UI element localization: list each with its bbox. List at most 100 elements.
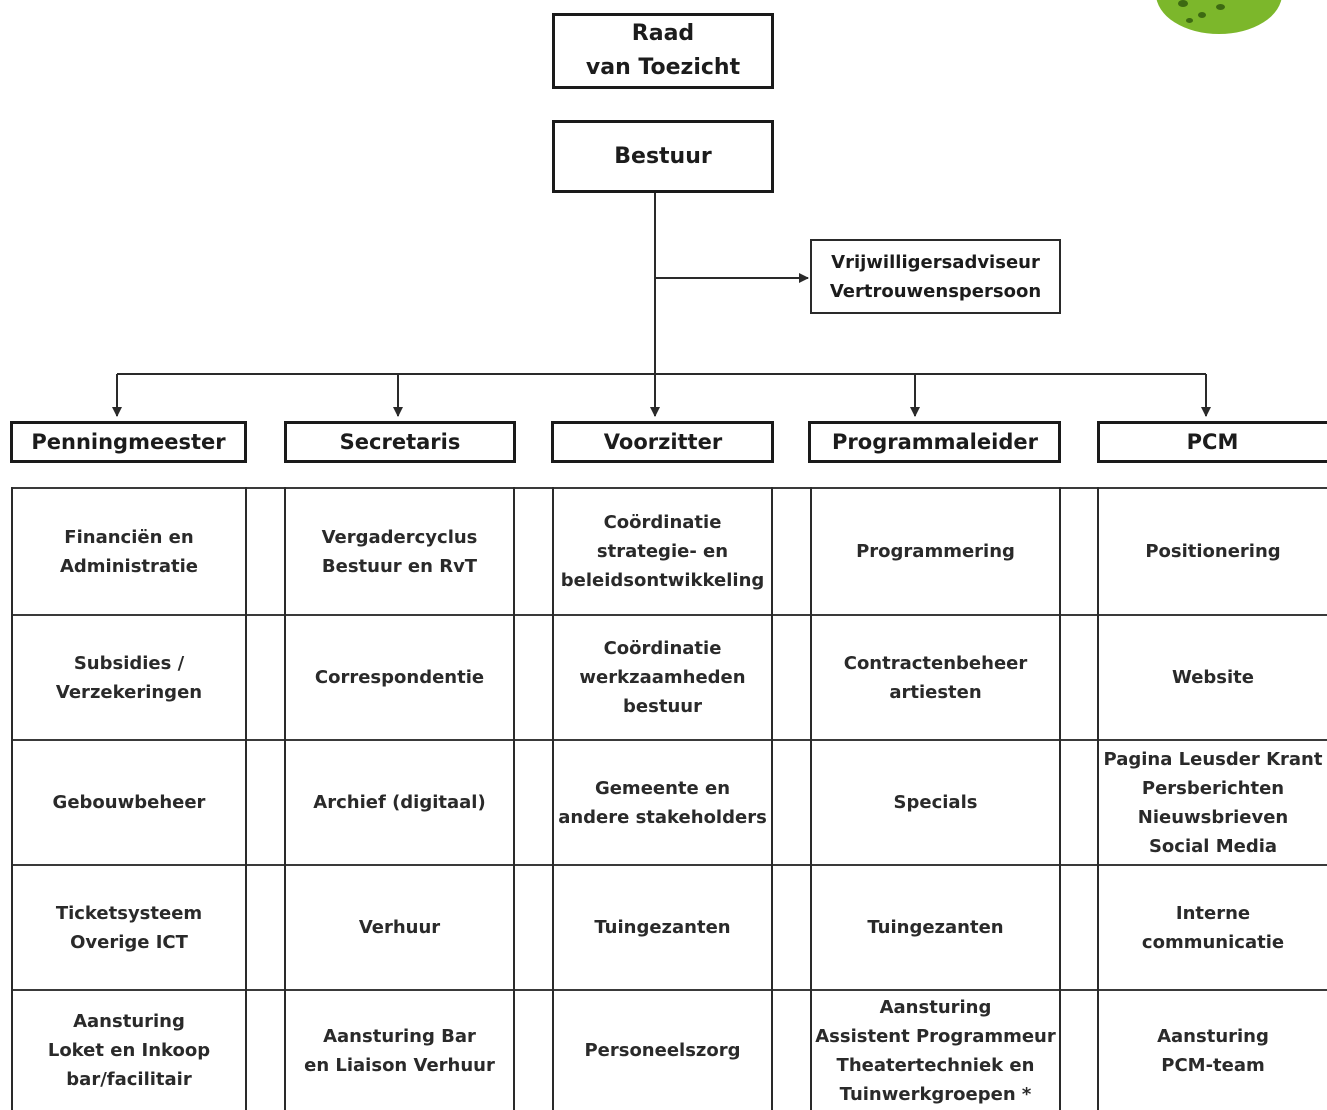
task-line: Contractenbeheer: [843, 652, 1028, 674]
task-secretaris-4: Verhuur: [286, 866, 513, 989]
task-line: andere stakeholders: [558, 806, 767, 828]
task-pcm-5: Aansturing PCM-team: [1099, 991, 1327, 1110]
task-line: Tuinwerkgroepen *: [839, 1083, 1032, 1105]
task-line: Social Media: [1148, 835, 1278, 857]
grid-column-line: [1097, 487, 1099, 1110]
task-line: communicatie: [1141, 931, 1285, 953]
task-line: Theatertechniek en: [836, 1054, 1035, 1076]
task-line: strategie- en: [596, 541, 729, 562]
task-line: Assistent Programmeur: [815, 1025, 1056, 1047]
task-line: Aansturing Bar: [323, 1025, 476, 1047]
task-line: Vergadercyclus: [321, 526, 478, 548]
role-penningmeester: Penningmeester: [11, 421, 246, 463]
task-line: Gebouwbeheer: [52, 792, 206, 813]
grid-column-line: [513, 487, 515, 1110]
role-pcm: PCM: [1098, 421, 1327, 463]
grid-column-line: [1059, 487, 1061, 1110]
task-secretaris-3: Archief (digitaal): [286, 741, 513, 864]
task-penningmeester-4: Ticketsysteem Overige ICT: [13, 866, 245, 989]
task-voorzitter-3: Gemeente en andere stakeholders: [554, 741, 771, 864]
raad-van-toezicht-box: Raad van Toezicht: [552, 13, 774, 89]
advisor-label-line-1: Vrijwilligersadviseur: [831, 251, 1040, 273]
task-secretaris-1: Vergadercyclus Bestuur en RvT: [286, 489, 513, 614]
role-divider: [244, 421, 247, 463]
task-line: Tuingezanten: [867, 917, 1004, 938]
task-line: bar/facilitair: [66, 1069, 192, 1090]
task-line: Interne: [1175, 902, 1251, 924]
task-line: en Liaison Verhuur: [304, 1054, 495, 1076]
task-pcm-4: Interne communicatie: [1099, 866, 1327, 989]
task-line: Subsidies /: [73, 652, 185, 674]
task-line: beleidsontwikkeling: [560, 570, 765, 591]
task-pcm-2: Website: [1099, 616, 1327, 739]
task-line: Loket en Inkoop: [47, 1040, 211, 1061]
task-line: Coördinatie: [603, 638, 722, 659]
task-line: Persberichten: [1141, 777, 1285, 799]
advisor-label-line-2: Vertrouwenspersoon: [829, 280, 1042, 302]
task-line: Overige ICT: [70, 931, 188, 953]
role-divider: [551, 421, 554, 463]
grid-row-line: [11, 614, 1327, 616]
role-voorzitter: Voorzitter: [553, 421, 773, 463]
role-programmaleider: Programmaleider: [810, 421, 1060, 463]
task-pcm-3: Pagina Leusder Krant Persberichten Nieuw…: [1099, 741, 1327, 864]
advisor-box: Vrijwilligersadviseur Vertrouwenspersoon: [810, 239, 1061, 314]
task-line: Tuingezanten: [594, 917, 731, 938]
task-voorzitter-5: Personeelszorg: [554, 991, 771, 1110]
task-voorzitter-1: Coördinatie strategie- en beleidsontwikk…: [554, 489, 771, 614]
task-line: Aansturing: [1157, 1025, 1269, 1047]
task-penningmeester-5: Aansturing Loket en Inkoop bar/facilitai…: [13, 991, 245, 1110]
task-programmaleider-2: Contractenbeheer artiesten: [812, 616, 1059, 739]
role-divider: [1097, 421, 1100, 463]
logo-leaf-icon: [1198, 12, 1206, 18]
task-voorzitter-2: Coördinatie werkzaamheden bestuur: [554, 616, 771, 739]
task-secretaris-2: Correspondentie: [286, 616, 513, 739]
grid-column-line: [771, 487, 773, 1110]
task-line: Aansturing: [73, 1011, 185, 1032]
role-secretaris: Secretaris: [285, 421, 515, 463]
grid-column-line: [284, 487, 286, 1110]
task-line: artiesten: [889, 681, 982, 703]
task-penningmeester-2: Subsidies / Verzekeringen: [13, 616, 245, 739]
task-line: Aansturing: [879, 996, 992, 1018]
task-line: Programmering: [856, 541, 1015, 562]
raad-label-line-2: van Toezicht: [585, 55, 741, 80]
task-line: Personeelszorg: [584, 1040, 741, 1061]
task-programmaleider-4: Tuingezanten: [812, 866, 1059, 989]
grid-column-line: [810, 487, 812, 1110]
task-secretaris-5: Aansturing Bar en Liaison Verhuur: [286, 991, 513, 1110]
task-programmaleider-5: Aansturing Assistent Programmeur Theater…: [812, 991, 1059, 1110]
task-programmaleider-1: Programmering: [812, 489, 1059, 614]
task-line: Nieuwsbrieven: [1137, 806, 1289, 828]
role-divider: [513, 421, 516, 463]
role-divider: [284, 421, 287, 463]
grid-column-line: [245, 487, 247, 1110]
bestuur-label: Bestuur: [614, 143, 712, 169]
task-line: Specials: [893, 792, 978, 813]
task-line: Coördinatie: [603, 512, 722, 533]
grid-column-line: [552, 487, 554, 1110]
task-line: Gemeente en: [594, 777, 731, 799]
task-line: bestuur: [623, 696, 702, 717]
task-voorzitter-4: Tuingezanten: [554, 866, 771, 989]
task-line: Website: [1171, 667, 1254, 688]
grid-row-line: [11, 487, 1327, 489]
raad-label-line-1: Raad: [631, 21, 695, 46]
task-penningmeester-3: Gebouwbeheer: [13, 741, 245, 864]
task-line: Correspondentie: [314, 667, 485, 688]
task-line: werkzaamheden: [579, 667, 746, 688]
role-divider: [1058, 421, 1061, 463]
role-divider: [771, 421, 774, 463]
role-divider: [808, 421, 811, 463]
grid-column-line: [11, 487, 13, 1110]
grid-row-line: [11, 739, 1327, 741]
grid-row-line: [11, 864, 1327, 866]
logo-leaf-icon: [1178, 0, 1188, 7]
grid-row-line: [11, 989, 1327, 991]
logo-leaf-icon: [1216, 4, 1225, 10]
task-pcm-1: Positionering: [1099, 489, 1327, 614]
task-line: Financiën en: [64, 526, 194, 548]
task-line: Pagina Leusder Krant: [1103, 748, 1323, 770]
task-line: Administratie: [59, 555, 199, 577]
